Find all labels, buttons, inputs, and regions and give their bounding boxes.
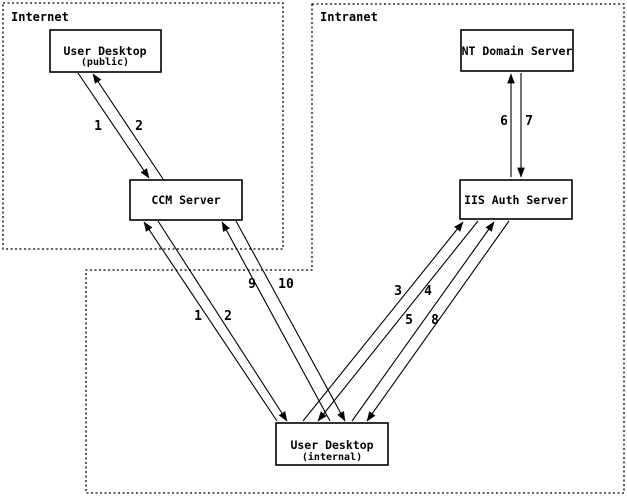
arrow-4-iis-to-internal-desktop (317, 220, 479, 422)
node-user-desktop-internal: User Desktop (internal) (275, 422, 389, 466)
user-desktop-internal-label: User Desktop (290, 438, 373, 452)
intranet-zone-border (85, 3, 625, 494)
nt-domain-server-box (460, 29, 574, 72)
arrow-1-internal-desktop-to-ccm (143, 221, 278, 422)
node-user-desktop-public: User Desktop (public) (49, 29, 162, 73)
edge-label-3: 3 (394, 284, 402, 299)
intranet-zone-label: Intranet (320, 10, 378, 24)
user-desktop-internal-sublabel: (internal) (302, 451, 362, 463)
internet-zone-label: Internet (11, 10, 69, 24)
user-desktop-internal-box (275, 422, 389, 466)
user-desktop-public-sublabel: (public) (81, 56, 129, 68)
edge-label-1-public: 1 (94, 119, 102, 134)
edge-label-4: 4 (424, 284, 432, 299)
node-ccm-server: CCM Server (129, 179, 243, 221)
iis-auth-server-box (459, 179, 573, 220)
iis-auth-server-label: IIS Auth Server (464, 193, 568, 207)
edge-label-10: 10 (278, 277, 294, 292)
edge-label-2-internal: 2 (224, 309, 232, 324)
arrow-8-iis-to-internal-desktop (366, 220, 510, 422)
arrow-2-ccm-to-public-desktop (92, 73, 164, 180)
edge-label-7: 7 (525, 114, 533, 129)
edge-label-1-internal: 1 (194, 309, 202, 324)
ccm-server-label: CCM Server (151, 193, 220, 207)
edge-label-9: 9 (248, 277, 256, 292)
edge-label-2-public: 2 (135, 119, 143, 134)
arrow-2-ccm-to-internal-desktop (157, 220, 288, 422)
arrow-9-internal-desktop-to-ccm (221, 221, 331, 422)
arrow-3-internal-desktop-to-iis (302, 221, 464, 422)
node-iis-auth-server: IIS Auth Server (459, 179, 573, 220)
internet-zone-border (2, 2, 284, 250)
arrow-10-ccm-to-internal-desktop (235, 220, 346, 422)
edge-label-8: 8 (431, 313, 439, 328)
user-desktop-public-box (49, 29, 162, 73)
user-desktop-public-label: User Desktop (63, 44, 146, 58)
edge-label-5: 5 (405, 313, 413, 328)
arrow-5-internal-desktop-to-iis (351, 221, 495, 422)
nt-domain-server-label: NT Domain Server (462, 44, 573, 58)
ccm-server-box (129, 179, 243, 221)
arrow-1-public-desktop-to-ccm (77, 72, 150, 179)
edge-label-6: 6 (500, 114, 508, 129)
node-nt-domain-server: NT Domain Server (460, 29, 574, 72)
